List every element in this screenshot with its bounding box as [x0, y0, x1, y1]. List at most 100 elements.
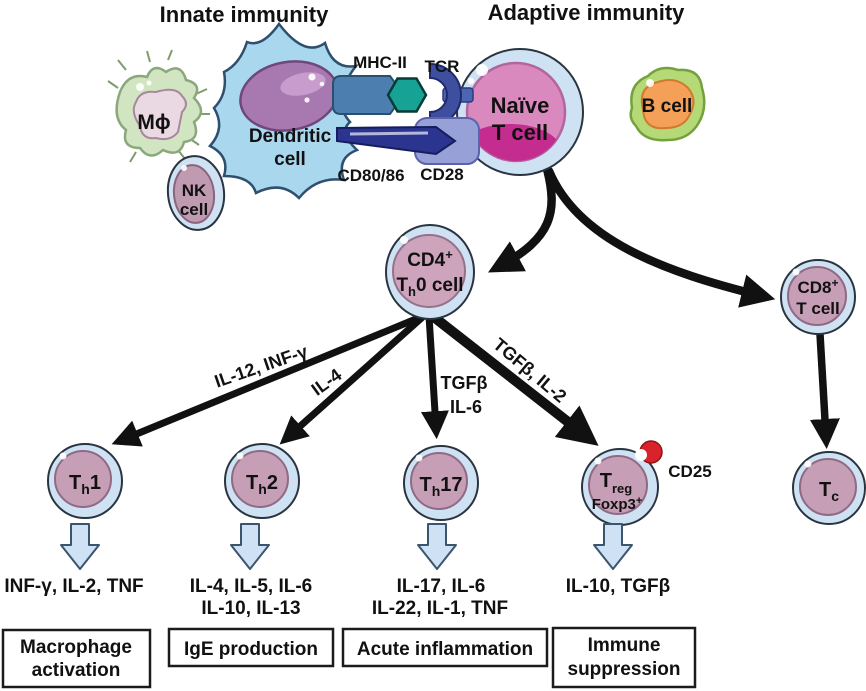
- naive-shine: [476, 64, 488, 76]
- macrophage-nucleus: [132, 88, 187, 141]
- th0-label: Th0 cell: [396, 275, 463, 299]
- th2-body: [231, 450, 289, 508]
- th2-cell: Th2: [224, 443, 300, 519]
- outcome-box-treg: [551, 626, 697, 689]
- outcome-treg-line2: suppression: [568, 659, 681, 680]
- cd8-to-tc-arrow: [809, 333, 840, 449]
- tcr-label: TCR: [425, 57, 460, 76]
- macrophage-label: Mϕ: [137, 111, 170, 134]
- cd80-label: CD80/86: [337, 166, 404, 185]
- adaptive-immunity-title: Adaptive immunity: [488, 0, 686, 25]
- block-arrow-treg: [593, 523, 633, 570]
- differentiation-arrows: IL-12, INF-γ IL-4 TGFβ IL-6 TGFβ, IL-2: [111, 164, 840, 449]
- dendritic-label-line2: cell: [274, 149, 306, 170]
- nk-label-line1: NK: [182, 181, 207, 200]
- foxp3-label: Foxp3+: [592, 495, 643, 513]
- innate-immunity-title: Innate immunity: [160, 2, 329, 27]
- secretion-th1: INF-γ, IL-2, TNF: [4, 576, 143, 597]
- block-arrow-th1: [60, 523, 100, 570]
- tc-cell: Tc: [792, 451, 866, 525]
- mhc2-label: MHC-II: [353, 53, 407, 72]
- th1-label: Th1: [69, 472, 101, 497]
- nk-shine: [181, 165, 187, 171]
- b-cell: B cell: [629, 66, 706, 142]
- cd8-label-line2: T cell: [796, 299, 839, 318]
- outcome-box-th17: [341, 627, 549, 668]
- outcome-th1-line1: Macrophage: [20, 637, 132, 658]
- th2-shine: [236, 452, 244, 460]
- th0-to-th2-arrow: [279, 311, 429, 445]
- naive-t-cell: Naïve T cell: [456, 48, 584, 176]
- naive-label-line1: Naïve: [491, 93, 550, 118]
- b-cell-label: B cell: [642, 96, 693, 117]
- cd4-body: [392, 234, 466, 308]
- outcome-th1-line2: activation: [32, 660, 121, 681]
- immune-synapse: MHC-II TCR CD80/86 CD28: [332, 53, 480, 185]
- naive-label-line2: T cell: [492, 120, 548, 145]
- treg-cell: Treg Foxp3+ CD25: [581, 440, 712, 526]
- outcome-treg-line1: Immune: [588, 635, 661, 656]
- mhc2-shape: [332, 75, 406, 115]
- treg-body: [588, 455, 648, 515]
- secretion-th17-line2: IL-22, IL-1, TNF: [372, 598, 508, 619]
- block-arrow-th2: [230, 523, 270, 570]
- secretion-th2-line1: IL-4, IL-5, IL-6: [190, 576, 312, 597]
- pathway-label-th17-line2: IL-6: [450, 397, 482, 417]
- macrophage-shine: [136, 83, 144, 91]
- cd25-label: CD25: [668, 462, 711, 481]
- nk-body: [172, 164, 216, 224]
- th17-cell: Th17: [403, 445, 479, 521]
- th0-to-th17-arrow: [420, 315, 449, 440]
- secretion-th2-line2: IL-10, IL-13: [201, 598, 300, 619]
- th1-cell: Th1: [47, 443, 123, 519]
- macrophage-shine-2: [146, 80, 152, 86]
- b-cell-body: [640, 79, 695, 130]
- cd8-body: [787, 266, 847, 326]
- th17-body: [410, 452, 468, 510]
- tc-body: [799, 458, 857, 516]
- tc-label: Tc: [819, 479, 839, 504]
- cd4-label: CD4+: [407, 247, 453, 271]
- th1-shine: [59, 452, 67, 460]
- dendritic-shine: [308, 73, 316, 81]
- antigen-hexagon: [386, 77, 428, 113]
- secretion-labels: INF-γ, IL-2, TNF IL-4, IL-5, IL-6 IL-10,…: [4, 576, 670, 619]
- th0-to-treg-arrow: [426, 310, 599, 446]
- dendritic-shine-2: [319, 81, 325, 87]
- tc-shine: [804, 460, 812, 468]
- th1-body: [54, 450, 112, 508]
- th17-shine: [415, 454, 423, 462]
- outcome-box-th1: [1, 628, 152, 689]
- outcome-th17: Acute inflammation: [357, 639, 533, 660]
- outcome-box-th2: [167, 627, 335, 668]
- cd8-label: CD8+: [797, 276, 838, 297]
- nk-label-line2: cell: [180, 200, 208, 219]
- block-arrow-th17: [417, 523, 457, 570]
- naive-shine-2: [467, 77, 475, 85]
- dendritic-label-line1: Dendritic: [249, 126, 332, 147]
- th2-label: Th2: [246, 472, 278, 497]
- cd80-stripe: [349, 131, 429, 136]
- b-cell-shine: [646, 79, 654, 87]
- secretion-arrows: [60, 523, 633, 570]
- naive-body-crescent: [467, 124, 562, 161]
- cd8-t-cell: CD8+ T cell: [780, 259, 856, 335]
- dendritic-cell: Dendritic cell: [207, 21, 360, 200]
- cd4-th0-cell: CD4+ Th0 cell: [385, 224, 475, 320]
- nk-cell: NK cell: [166, 155, 226, 231]
- secretion-treg: IL-10, TGFβ: [566, 576, 671, 597]
- cd8-shine: [792, 268, 800, 276]
- outcome-th2: IgE production: [184, 639, 318, 660]
- dendritic-shine-3: [304, 97, 310, 103]
- treg-label: Treg: [600, 470, 633, 496]
- macrophage-cell: Mϕ: [107, 49, 210, 163]
- pathway-label-th17-line1: TGFβ: [441, 373, 488, 393]
- cd4-shine: [400, 236, 408, 244]
- treg-shine: [594, 457, 602, 465]
- naive-to-cd8-arrow: [544, 166, 776, 308]
- cd28-label: CD28: [420, 165, 463, 184]
- secretion-th17-line1: IL-17, IL-6: [397, 576, 486, 597]
- th0-to-th1-arrow: [111, 310, 430, 447]
